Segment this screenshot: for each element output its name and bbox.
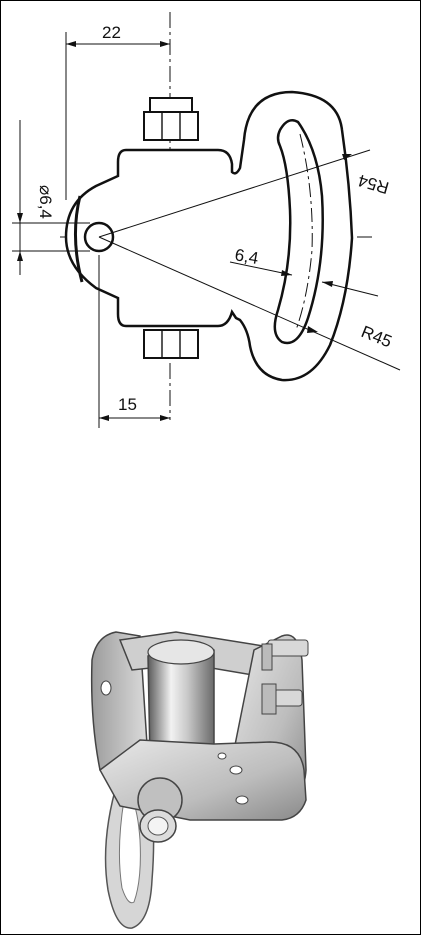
dim-label-r45: R45 xyxy=(359,322,395,351)
radius-line-r54 xyxy=(98,149,371,238)
render-pivot-bolt xyxy=(137,777,183,843)
dim-label-hole-diameter: ⌀6,4 xyxy=(36,185,55,219)
render-bolts xyxy=(261,639,309,715)
arc-slot xyxy=(273,119,324,345)
dim-label-15: 15 xyxy=(118,395,137,414)
dim-label-slot-width: 6,4 xyxy=(233,245,260,268)
radius-line-r45 xyxy=(98,236,401,371)
dimension-22: 22 xyxy=(65,23,170,200)
bottom-nut xyxy=(143,329,199,359)
top-nut xyxy=(143,97,199,141)
side-view: 22 ⌀6,4 R54 6,4 xyxy=(12,12,401,428)
dimension-hole-diameter: ⌀6,4 xyxy=(12,120,90,275)
dimension-slot-width: 6,4 xyxy=(229,245,379,297)
scroll-gutter xyxy=(420,0,438,935)
dimension-15: 15 xyxy=(98,255,170,428)
isometric-render xyxy=(90,631,309,929)
drawing-canvas: 22 ⌀6,4 R54 6,4 xyxy=(12,12,401,929)
dim-label-r54: R54 xyxy=(356,171,391,198)
dim-label-22: 22 xyxy=(102,23,121,42)
render-base-plate xyxy=(99,739,307,821)
gutter-marker-top xyxy=(421,0,438,18)
